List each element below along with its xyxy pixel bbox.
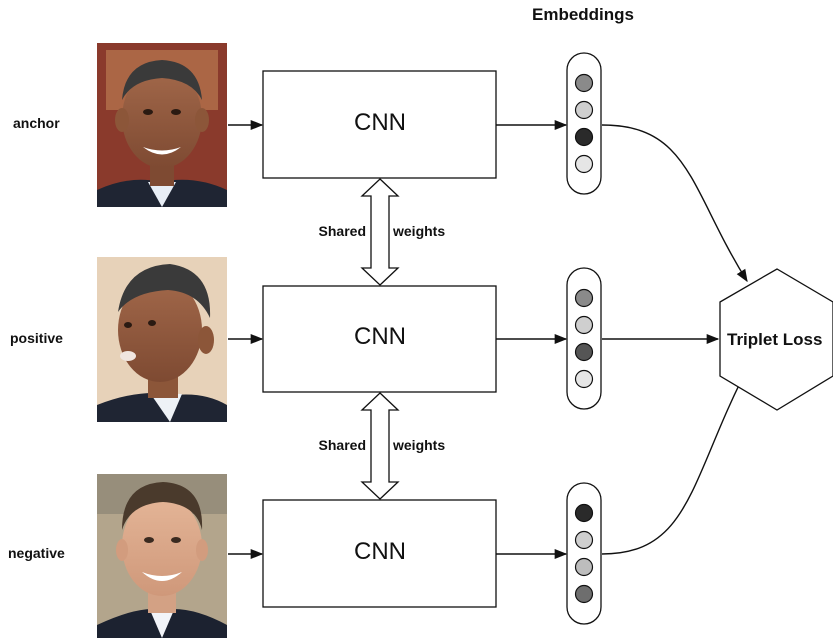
triplet-loss-hexagon [719,268,833,411]
embedding-dot-positive-3 [574,342,594,362]
embedding-capsule-positive [566,267,602,410]
embedding-dot-negative-4 [574,584,594,604]
positive-face-image [97,257,227,422]
cnn-label-negative: CNN [354,538,406,565]
embedding-capsule-negative [566,482,602,625]
weights-label-bottom: weights [392,437,445,453]
anchor-to-loss-arrow [601,124,748,283]
embedding-dot-negative-1 [574,503,594,523]
row-label-positive: positive [10,330,63,346]
shared-weights-arrow-bottom [360,392,400,500]
embedding-capsule-anchor [566,52,602,195]
shared-label-bottom: Shared [319,437,366,453]
cnn-label-positive: CNN [354,323,406,350]
embedding-dot-negative-3 [574,557,594,577]
embedding-dot-anchor-1 [574,73,594,93]
cnn-box-negative [262,499,497,608]
embedding-dot-positive-4 [574,369,594,389]
embedding-dots-positive [574,288,594,389]
anchor-face-image [97,43,227,207]
embedding-dot-anchor-2 [574,100,594,120]
negative-to-loss-arrow [601,367,748,555]
cnn-label-anchor: CNN [354,109,406,136]
embedding-dots-anchor [574,73,594,174]
cnn-box-anchor [262,70,497,179]
shared-weights-arrow-top [360,178,400,286]
row-label-negative: negative [8,545,65,561]
embedding-dot-anchor-4 [574,154,594,174]
embedding-dot-negative-2 [574,530,594,550]
embedding-dot-positive-1 [574,288,594,308]
embedding-dots-negative [574,503,594,604]
row-label-anchor: anchor [13,115,60,131]
embedding-dot-positive-2 [574,315,594,335]
shared-label-top: Shared [319,223,366,239]
embeddings-title: Embeddings [532,5,634,24]
negative-face-image [97,474,227,638]
embedding-dot-anchor-3 [574,127,594,147]
triplet-loss-label: Triplet Loss [727,330,822,349]
cnn-box-positive [262,285,497,393]
weights-label-top: weights [392,223,445,239]
